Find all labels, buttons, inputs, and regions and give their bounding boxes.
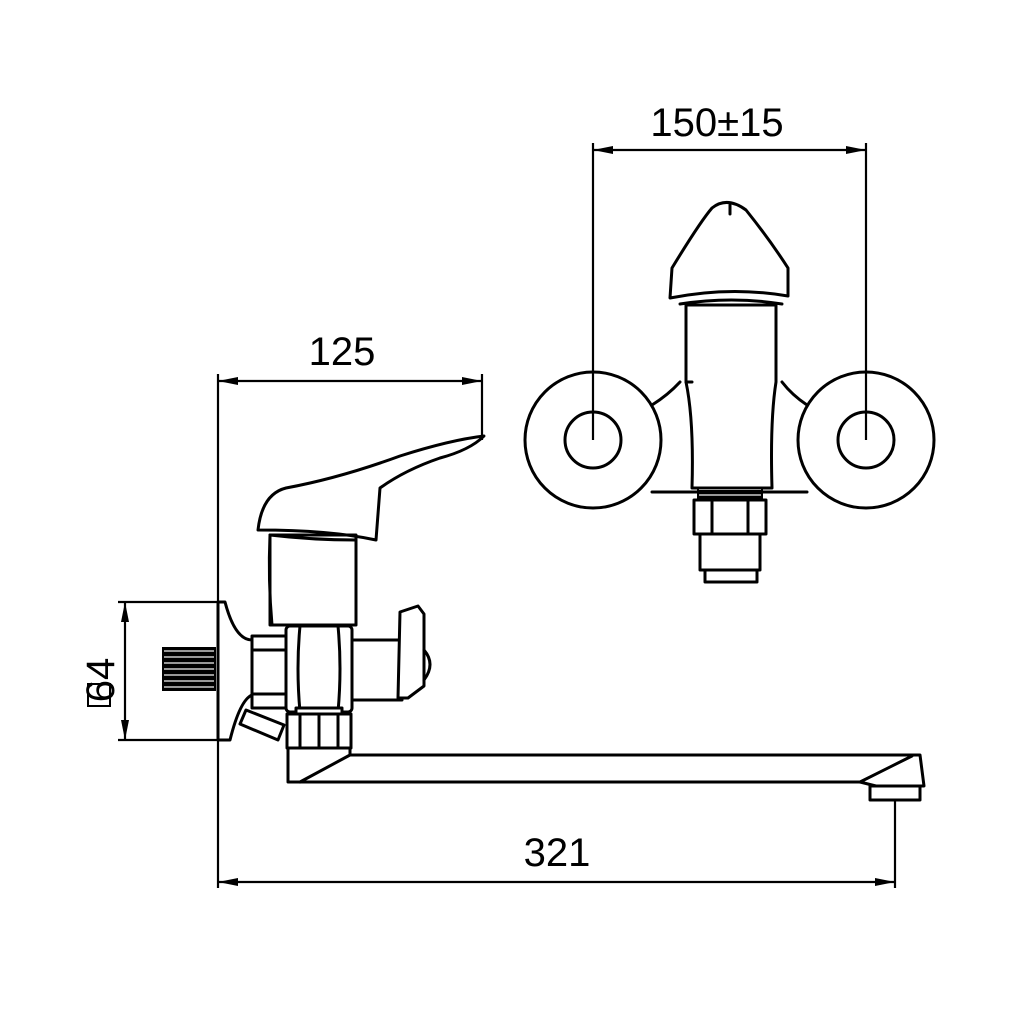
dim-text-flange-size: 64 xyxy=(79,658,123,703)
left-hex-nut xyxy=(250,634,288,710)
right-rosette xyxy=(796,370,936,510)
left-rosette xyxy=(523,370,663,510)
square-symbol xyxy=(87,683,111,707)
side-handle xyxy=(256,434,486,542)
dim-text-top-width: 150±15 xyxy=(650,101,783,145)
front-view: 150±15 xyxy=(523,101,936,584)
side-view: 125 321 64 xyxy=(79,330,926,888)
diverter-knob xyxy=(396,604,426,700)
front-nut xyxy=(692,498,768,536)
side-body xyxy=(268,533,358,627)
front-body xyxy=(684,303,778,490)
dim-text-handle-reach: 125 xyxy=(309,330,376,374)
dim-text-total-length: 321 xyxy=(524,831,591,875)
main-block xyxy=(284,624,354,714)
aerator xyxy=(868,784,922,802)
spout xyxy=(286,746,926,788)
threaded-inlet xyxy=(162,647,216,691)
front-handle xyxy=(668,201,790,300)
wall-flange xyxy=(216,600,254,742)
